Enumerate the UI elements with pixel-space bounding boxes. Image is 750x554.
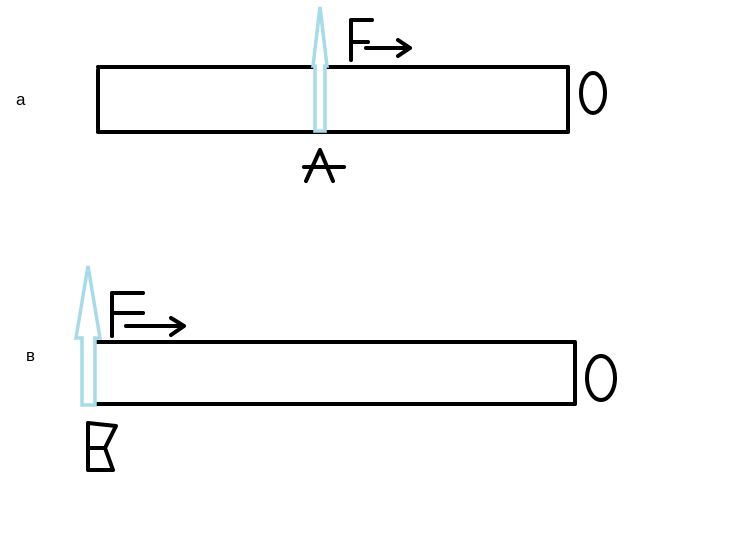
beam-a	[96, 65, 570, 134]
force-arrow-b	[73, 265, 103, 407]
force-label-a: F	[349, 18, 412, 62]
pivot-label-b: O	[585, 354, 617, 402]
pivot-label-a: O	[579, 71, 607, 115]
panel-a-label: a	[16, 90, 26, 109]
panel-b-label: в	[26, 346, 36, 365]
beam-b	[94, 340, 577, 406]
point-label-b: B	[86, 421, 118, 472]
point-label-a: A	[302, 148, 346, 183]
force-arrow-a	[311, 6, 329, 133]
panel-b: F B O	[73, 265, 617, 472]
panel-a: F A O	[96, 6, 607, 183]
force-label-b: F	[110, 291, 186, 338]
